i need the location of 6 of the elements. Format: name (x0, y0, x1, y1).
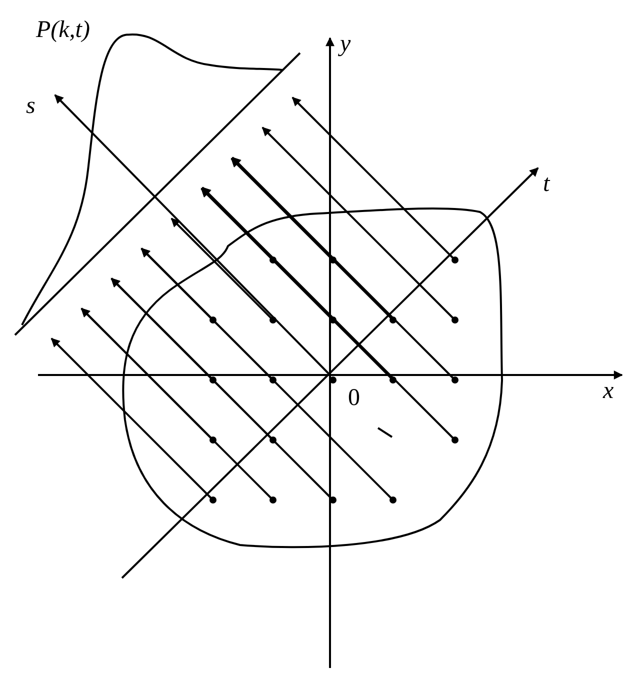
axis-label: x (603, 379, 614, 403)
axis-label: t (543, 172, 550, 196)
axis-label: s (26, 94, 36, 118)
origin-label: 0 (348, 386, 360, 410)
function-label: P(k,t) (36, 18, 90, 42)
axis-label: y (340, 32, 351, 56)
